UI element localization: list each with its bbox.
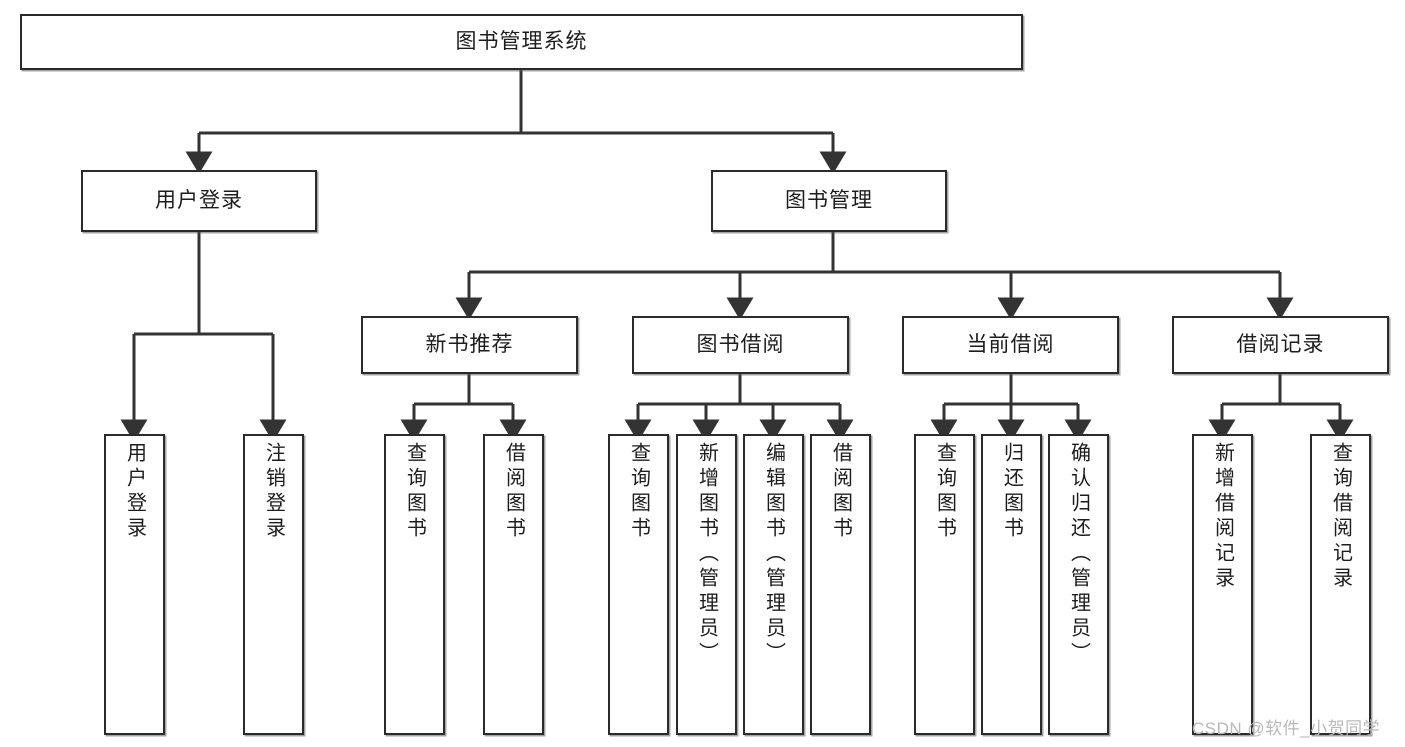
node-leaf-borrow-book-1[interactable]: 借阅图书 <box>483 434 544 735</box>
node-label: 查询图书 <box>933 442 956 542</box>
watermark: CSDN @软件_小贺同学 <box>1192 719 1381 738</box>
node-user-login[interactable]: 用户登录 <box>81 170 317 232</box>
node-label: 当前借阅 <box>966 332 1055 356</box>
node-book-manage[interactable]: 图书管理 <box>711 170 947 232</box>
node-leaf-query-book-2[interactable]: 查询图书 <box>608 434 669 735</box>
node-label: 借阅图书 <box>502 442 525 542</box>
node-label: 新增借阅记录 <box>1211 442 1234 592</box>
node-leaf-return-book[interactable]: 归还图书 <box>981 434 1042 735</box>
node-leaf-add-book[interactable]: 新增图书（管理员） <box>676 434 737 735</box>
node-label: 编辑图书（管理员） <box>762 442 785 667</box>
node-label: 新增图书（管理员） <box>695 442 718 667</box>
node-label: 用户登录 <box>155 188 243 212</box>
node-label: 查询图书 <box>403 442 426 542</box>
node-new-book-recommend[interactable]: 新书推荐 <box>361 316 578 374</box>
node-label: 图书管理 <box>785 188 873 212</box>
node-leaf-borrow-book-2[interactable]: 借阅图书 <box>810 434 871 735</box>
node-leaf-confirm-return[interactable]: 确认归还（管理员） <box>1048 434 1109 735</box>
node-label: 归还图书 <box>1000 442 1023 542</box>
node-label: 新书推荐 <box>425 332 514 356</box>
node-leaf-add-record[interactable]: 新增借阅记录 <box>1192 434 1253 735</box>
node-label: 注销登录 <box>262 442 285 542</box>
node-label: 确认归还（管理员） <box>1067 442 1090 667</box>
node-book-borrow[interactable]: 图书借阅 <box>632 316 849 374</box>
node-leaf-user-logout[interactable]: 注销登录 <box>243 434 304 735</box>
node-label: 图书借阅 <box>696 332 785 356</box>
node-label: 查询图书 <box>627 442 650 542</box>
node-leaf-query-book-1[interactable]: 查询图书 <box>384 434 445 735</box>
node-label: 借阅图书 <box>829 442 852 542</box>
node-current-borrow[interactable]: 当前借阅 <box>902 316 1119 374</box>
node-label: 借阅记录 <box>1236 332 1325 356</box>
node-book-management-system[interactable]: 图书管理系统 <box>20 14 1023 70</box>
node-leaf-query-book-3[interactable]: 查询图书 <box>914 434 975 735</box>
node-leaf-edit-book[interactable]: 编辑图书（管理员） <box>743 434 804 735</box>
node-leaf-user-login[interactable]: 用户登录 <box>104 434 165 735</box>
node-label: 查询借阅记录 <box>1329 442 1352 592</box>
node-label: 图书管理系统 <box>455 29 588 53</box>
node-label: 用户登录 <box>123 442 146 542</box>
node-borrow-record[interactable]: 借阅记录 <box>1172 316 1389 374</box>
node-leaf-query-record[interactable]: 查询借阅记录 <box>1310 434 1371 735</box>
